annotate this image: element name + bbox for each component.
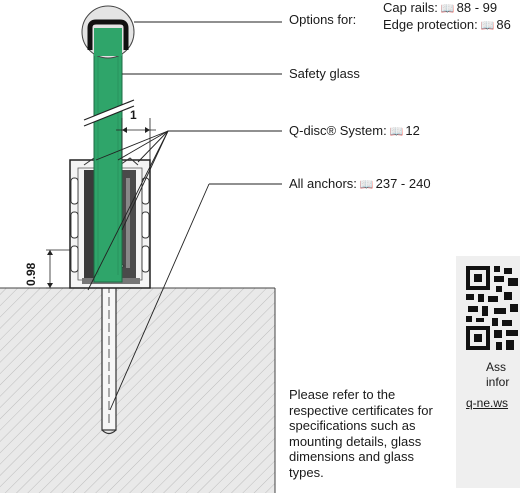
book-icon: 📖 [480,20,495,32]
dimension-gap [116,118,156,160]
cap-rails-label: Cap rails:📖88 - 99 [383,0,497,17]
options-label: Options for: [289,12,357,27]
dimension-gap-label: 1 [130,108,137,122]
dimension-height-label: 0.98 [24,262,38,286]
leader-lines [87,21,282,411]
qr-caption-line2: infor [486,375,510,389]
dimension-height [46,249,70,289]
anchors-text: All anchors: [289,176,357,191]
cap-rails-text: Cap rails: [383,0,438,15]
cap-rails-pages: 88 - 99 [456,0,498,15]
edge-protection-label: Edge protection:📖86 [383,17,511,34]
qdisc-pages: 12 [405,123,420,138]
edge-protection-text: Edge protection: [383,17,478,32]
book-icon: 📖 [440,3,455,15]
qr-code[interactable] [464,264,520,352]
qr-link[interactable]: q-ne.ws [466,396,509,410]
qdisc-label: Q-disc® System:📖12 [289,123,420,140]
qr-caption-line1: Ass [486,360,507,374]
safety-glass-pane [83,24,135,283]
book-icon: 📖 [359,179,374,191]
cap-rail [81,5,135,59]
edge-protection-pages: 86 [496,17,511,32]
anchor-bolt [101,279,117,435]
book-icon: 📖 [389,126,404,138]
anchors-label: All anchors:📖237 - 240 [289,176,431,193]
certificate-note: Please refer to the respective certifica… [289,387,433,480]
qr-panel: Ass infor q-ne.ws [456,256,520,488]
qdisc-text: Q-disc® System: [289,123,387,138]
concrete-base [0,287,276,493]
qr-caption: Ass infor [486,360,509,390]
safety-glass-label: Safety glass [289,66,360,81]
anchors-pages: 237 - 240 [375,176,431,191]
